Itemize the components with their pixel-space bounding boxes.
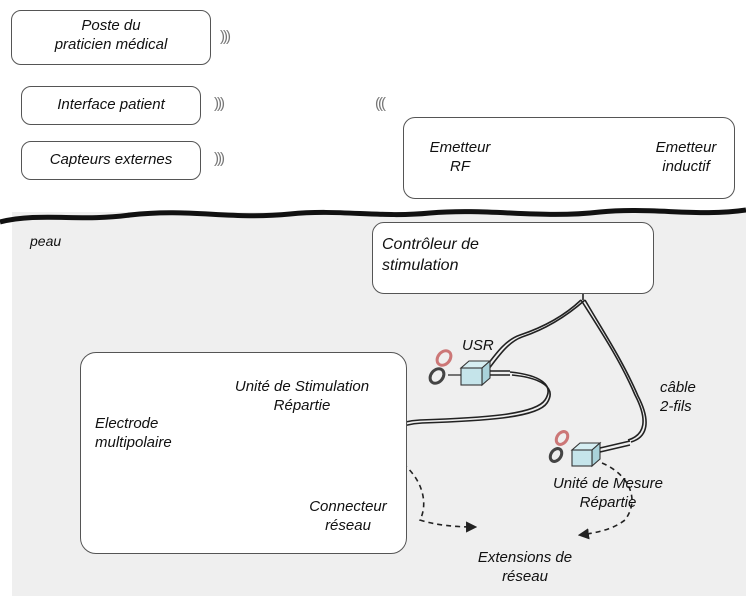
- controleur-box: [372, 222, 654, 294]
- capteurs-label: Capteurs externes: [49, 151, 173, 168]
- umr-device: [548, 430, 631, 468]
- wave-icon-2: ))): [214, 95, 225, 112]
- wave-icon-3: ))): [214, 150, 225, 167]
- skin-line: [0, 207, 746, 225]
- network-extension-arrows: [387, 453, 633, 540]
- wave-icon-1: ))): [220, 28, 231, 45]
- poste-box: [11, 10, 211, 65]
- peau-label: peau: [30, 233, 62, 249]
- interface-box: [21, 86, 201, 125]
- usr-group-box: [80, 352, 407, 554]
- usr-device: [428, 349, 510, 387]
- capteurs-box: [21, 141, 201, 180]
- interface-label: Interface patient: [57, 96, 165, 113]
- wave-icon-4: (((: [375, 95, 386, 112]
- usr-label: USR: [462, 337, 494, 354]
- emetteur-box: [403, 117, 735, 199]
